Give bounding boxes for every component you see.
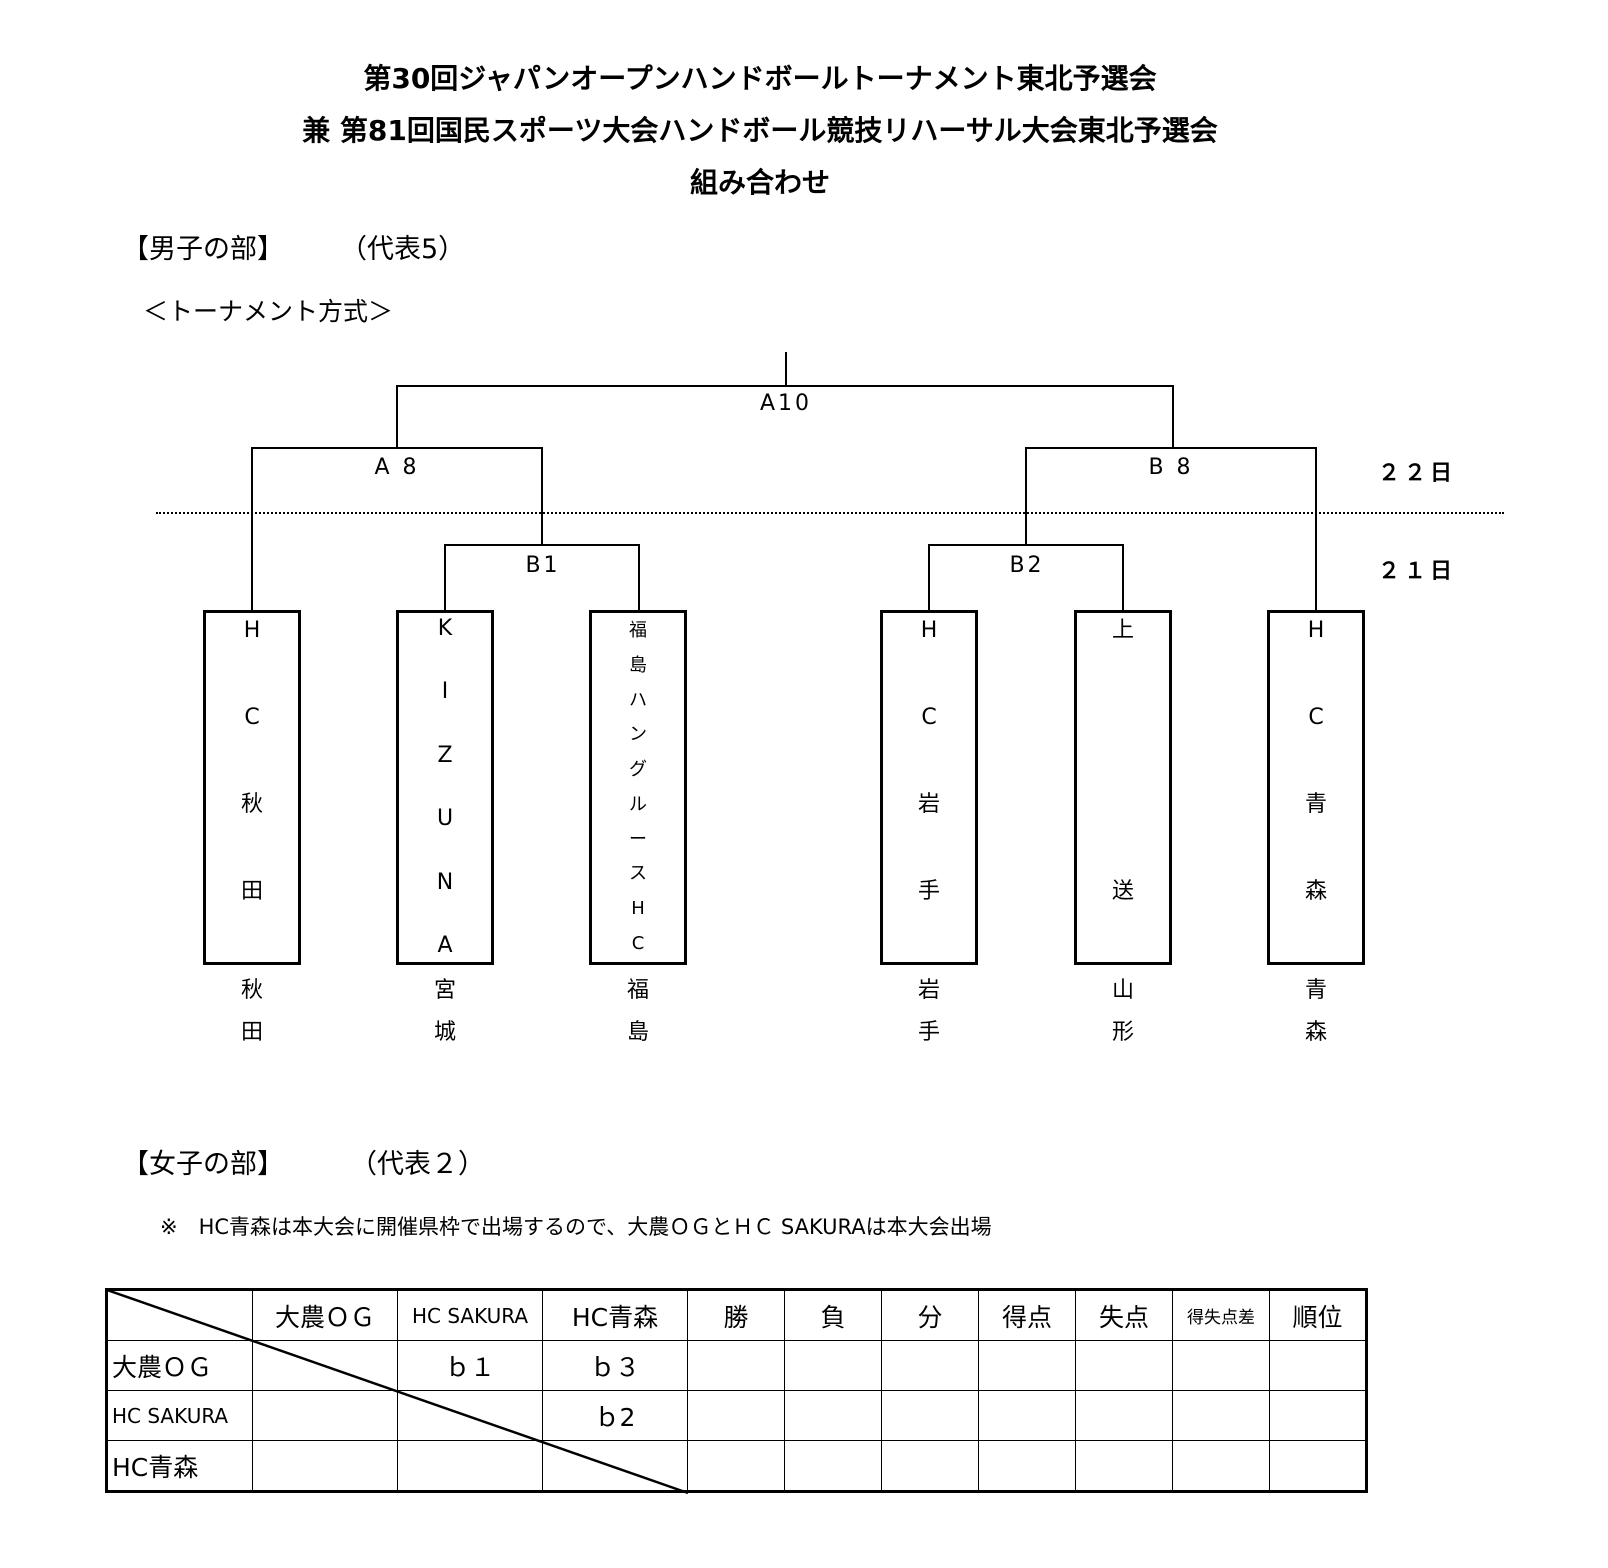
team-char: H [243,618,261,643]
header-cell: 分 [881,1289,979,1341]
title-line-3: 組み合わせ [689,166,830,199]
row-team-name: HC SAKURA [106,1390,253,1441]
team-char: 青 [1304,792,1327,817]
match-label-final: A10 [759,391,813,416]
team-char: ハ [629,689,647,711]
team-char: A [437,932,453,958]
team-char: N [436,869,454,895]
header-cell: 得点 [978,1289,1076,1341]
team-box-hc-akita: H C 秋 田 [203,610,301,965]
match-cell: ｂ2 [542,1390,688,1441]
header-cell: 失点 [1075,1289,1173,1341]
header-cell: HC SAKURA [397,1289,543,1341]
match-cell [252,1440,398,1492]
team-char: Z [437,742,453,768]
team-char: C [921,705,937,730]
prefecture-fukushima: 福島 [626,978,649,1045]
prefecture-akita: 秋田 [240,978,263,1045]
women-heading: 【女子の部】 [122,1149,284,1180]
team-char: ー [629,828,647,850]
prefecture-miyagi: 宮城 [433,978,456,1045]
round-robin-table: 大農ＯＧ HC SAKURA HC青森 勝 負 分 得点 失点 得失点差 順位 … [105,1288,1368,1493]
match-label-b2: B2 [1009,553,1045,578]
men-heading: 【男子の部】 [122,234,284,265]
match-label-b1: B1 [525,553,561,578]
team-char: 秋 [240,792,263,817]
team-char: 送 [1111,879,1134,904]
row-team-name: 大農ＯＧ [106,1340,253,1391]
table-row: HC青森 [106,1440,1367,1492]
men-quota: （代表5） [340,234,466,265]
team-char: グ [629,759,647,781]
team-char: 森 [1304,879,1327,904]
prefecture-aomori: 青森 [1304,978,1327,1045]
diag-cell [397,1390,543,1441]
header-cell: HC青森 [542,1289,688,1341]
day-label-21: ２１日 [1378,559,1457,584]
header-cell: 得失点差 [1172,1289,1270,1341]
team-char: 島 [629,654,647,676]
header-cell: 負 [784,1289,882,1341]
team-char: H [631,898,645,920]
day-divider [156,512,1504,514]
team-box-kizuna: K I Z U N A [396,610,494,965]
team-char: 手 [917,879,940,904]
team-box-hc-aomori: H C 青 森 [1267,610,1365,965]
women-quota: （代表２） [350,1149,485,1180]
team-char: ス [629,863,647,885]
team-char: 福 [629,620,647,641]
women-note: ※ HC青森は本大会に開催県枠で出場するので、大農ＯＧとＨＣ SAKURAは本大… [160,1215,992,1239]
team-char: H [920,618,938,643]
header-cell: 順位 [1269,1289,1367,1341]
team-box-fukushima-hangurus-hc: 福 島 ハ ン グ ル ー ス H C [589,610,687,965]
team-char: C [631,932,645,954]
team-char: I [441,679,449,705]
title-line-1: 第30回ジャパンオープンハンドボールトーナメント東北予選会 [363,62,1157,95]
match-cell: ｂ３ [542,1340,688,1391]
team-char: ル [629,793,647,815]
title-line-2: 兼 第81回国民スポーツ大会ハンドボール競技リハーサル大会東北予選会 [302,114,1218,147]
match-label-a8: A 8 [374,455,420,480]
header-cell: 勝 [687,1289,785,1341]
match-label-b8: B 8 [1148,455,1194,480]
men-format: ＜トーナメント方式＞ [143,297,394,326]
team-char: 田 [240,879,263,904]
team-char: K [437,616,453,641]
team-box-jouso: 上 送 [1074,610,1172,965]
team-char: U [436,806,454,832]
prefecture-yamagata: 山形 [1111,978,1134,1045]
team-char: ン [629,724,647,746]
team-char: 上 [1111,618,1134,643]
team-char: C [244,705,260,730]
team-char: C [1308,705,1324,730]
header-cell: 大農ＯＧ [252,1289,398,1341]
day-label-22: ２２日 [1378,461,1457,486]
prefecture-iwate: 岩手 [917,978,940,1045]
team-char: 岩 [917,792,940,817]
team-char: H [1307,618,1325,643]
table-header-row: 大農ＯＧ HC SAKURA HC青森 勝 負 分 得点 失点 得失点差 順位 [106,1289,1367,1341]
team-box-hc-iwate: H C 岩 手 [880,610,978,965]
